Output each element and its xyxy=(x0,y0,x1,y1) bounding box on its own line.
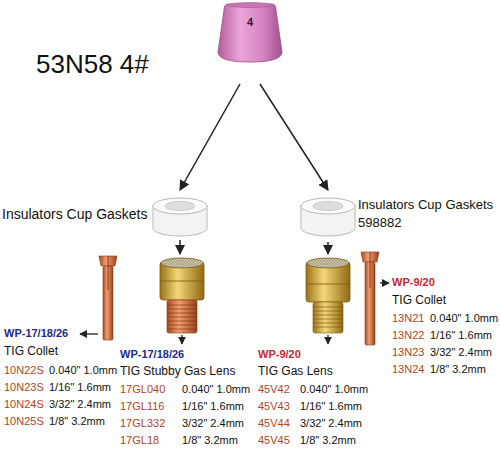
part-code: 10N24S xyxy=(4,398,44,411)
size-spec: 0.040" 1.0mm xyxy=(49,364,117,377)
leader-arrow xyxy=(80,283,389,344)
size-spec: 3/32" 2.4mm xyxy=(430,346,492,359)
cup-gasket xyxy=(301,198,355,236)
part-code: 17GL040 xyxy=(120,383,165,396)
gasket-node: Insulators Cup Gaskets xyxy=(2,192,214,238)
gas-lens-node: WP-17/18/26TIG Stubby Gas Lens 17GL040 0.0… xyxy=(118,256,252,451)
part-code: 13N23 xyxy=(392,346,424,359)
part-code: 45V45 xyxy=(258,434,290,447)
tig-collet xyxy=(99,256,117,340)
torch-series: WP-17/18/26 xyxy=(4,327,68,340)
size-spec: 0.040" 1.0mm xyxy=(300,383,368,396)
part-code: 13N22 xyxy=(392,329,424,342)
part-code: 45V43 xyxy=(258,400,290,413)
part-code: 13N21 xyxy=(392,312,424,325)
torch-series: WP-9/20 xyxy=(392,276,435,289)
gas-lens-node: WP-9/20TIG Gas Lens 45V42 0.040" 1.0mm 45V4… xyxy=(256,256,378,451)
part-code: 598882 xyxy=(358,216,401,231)
collet-node: WP-17/18/26TIG Collet 10N22S 0.040" 1.0mm 1… xyxy=(2,252,119,432)
arrow-connector xyxy=(179,240,181,254)
cup-gasket xyxy=(153,198,207,236)
arrow-connector xyxy=(327,242,329,254)
size-spec: 1/8" 3.2mm xyxy=(49,415,105,428)
torch-series: WP-17/18/26 xyxy=(120,348,184,361)
part-code: 45V42 xyxy=(258,383,290,396)
size-spec: 3/32" 2.4mm xyxy=(300,417,362,430)
part-name: Insulators Cup Gaskets xyxy=(358,198,493,213)
stubby-gas-lens xyxy=(160,258,204,333)
part-type: TIG Collet xyxy=(392,294,446,308)
part-name: Insulators Cup Gaskets xyxy=(2,206,148,222)
size-spec: 1/16" 1.6mm xyxy=(49,381,111,394)
size-spec: 3/32" 2.4mm xyxy=(49,398,111,411)
part-code: 10N23S xyxy=(4,381,44,394)
size-spec: 1/8" 3.2mm xyxy=(300,434,356,447)
arrow-connector xyxy=(260,84,328,190)
cup-size-mark: 4 xyxy=(247,16,253,29)
part-code: 17GL116 xyxy=(120,400,164,413)
size-spec: 3/32" 2.4mm xyxy=(182,417,244,430)
part-code: 45V44 xyxy=(258,417,290,430)
size-spec: 0.040" 1.0mm xyxy=(430,312,498,325)
collet-node: WP-9/20TIG Collet 13N21 0.040" 1.0mm 13N22 1… xyxy=(360,250,500,390)
part-code: 10N25S xyxy=(4,415,44,428)
size-spec: 0.040" 1.0mm xyxy=(182,383,250,396)
part-type: TIG Stubby Gas Lens xyxy=(120,365,235,379)
size-spec: 1/16" 1.6mm xyxy=(182,400,244,413)
size-spec: 1/8" 3.2mm xyxy=(430,363,486,376)
gasket-node: Insulators Cup Gaskets 598882 xyxy=(296,192,496,240)
gas-lens xyxy=(306,258,350,333)
part-code: 17GL18 xyxy=(120,434,159,447)
nozzle-cup-node: 53N58 4# 4 xyxy=(36,2,286,82)
arrow-connector xyxy=(180,84,240,190)
part-code: 17GL332 xyxy=(120,417,165,430)
ceramic-cup xyxy=(218,3,282,63)
torch-series: WP-9/20 xyxy=(258,348,301,361)
part-type: TIG Collet xyxy=(4,345,58,359)
tig-collet xyxy=(361,252,379,345)
size-spec: 1/8" 3.2mm xyxy=(182,434,238,447)
part-code: 13N24 xyxy=(392,363,424,376)
part-code: 10N22S xyxy=(4,364,44,377)
part-number-title: 53N58 4# xyxy=(36,50,149,80)
size-spec: 1/16" 1.6mm xyxy=(430,329,492,342)
part-type: TIG Gas Lens xyxy=(258,365,333,379)
size-spec: 1/16" 1.6mm xyxy=(300,400,362,413)
